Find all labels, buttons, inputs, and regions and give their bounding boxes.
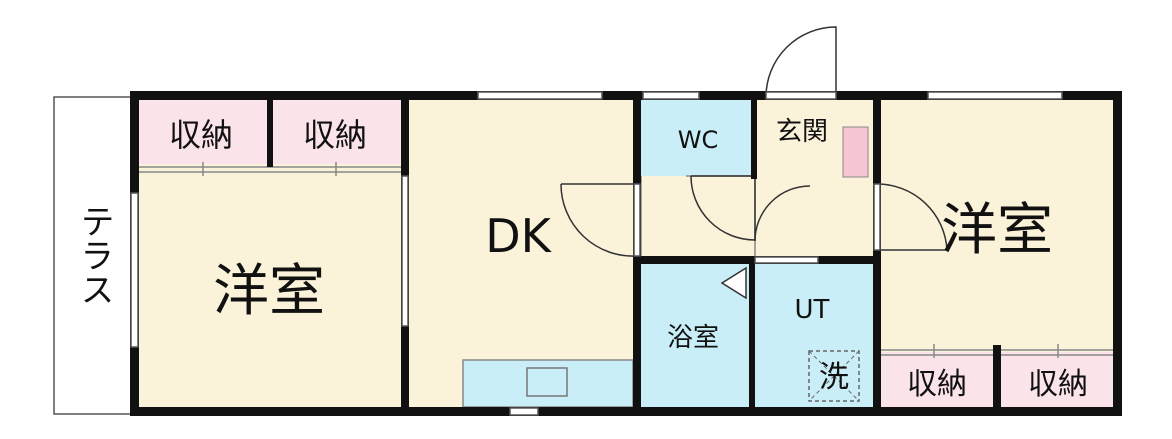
storage-left-1-fill <box>135 100 267 164</box>
dk-label: DK <box>485 209 552 263</box>
storage-left-2-label: 収納 <box>303 116 367 154</box>
door-swings <box>560 26 948 257</box>
wc-fill <box>641 100 755 176</box>
western-room-left-label: 洋室 <box>213 259 325 324</box>
bath-door <box>720 266 747 300</box>
storage-left-2-fill <box>271 100 401 164</box>
terrace-area <box>53 96 135 415</box>
western-room-right-label: 洋室 <box>941 198 1053 263</box>
terrace-label: テラス <box>74 204 114 306</box>
kitchen-sink <box>526 367 568 397</box>
utility-fill <box>755 263 873 408</box>
bath-label: 浴室 <box>667 323 719 353</box>
storage-right-1-fill <box>881 352 995 408</box>
utility-label: UT <box>795 295 830 325</box>
storage-right-2-fill <box>1001 352 1117 408</box>
washer-space <box>808 350 860 402</box>
storage-left-1-label: 収納 <box>169 116 233 154</box>
washer-label: 洗 <box>819 360 849 395</box>
entrance-label: 玄関 <box>776 117 828 147</box>
shoe-box <box>842 126 869 178</box>
storage-right-2-label: 収納 <box>1028 367 1088 402</box>
wc-label: WC <box>678 126 719 154</box>
openings <box>130 91 1063 416</box>
storage-right-1-label: 収納 <box>907 367 967 402</box>
